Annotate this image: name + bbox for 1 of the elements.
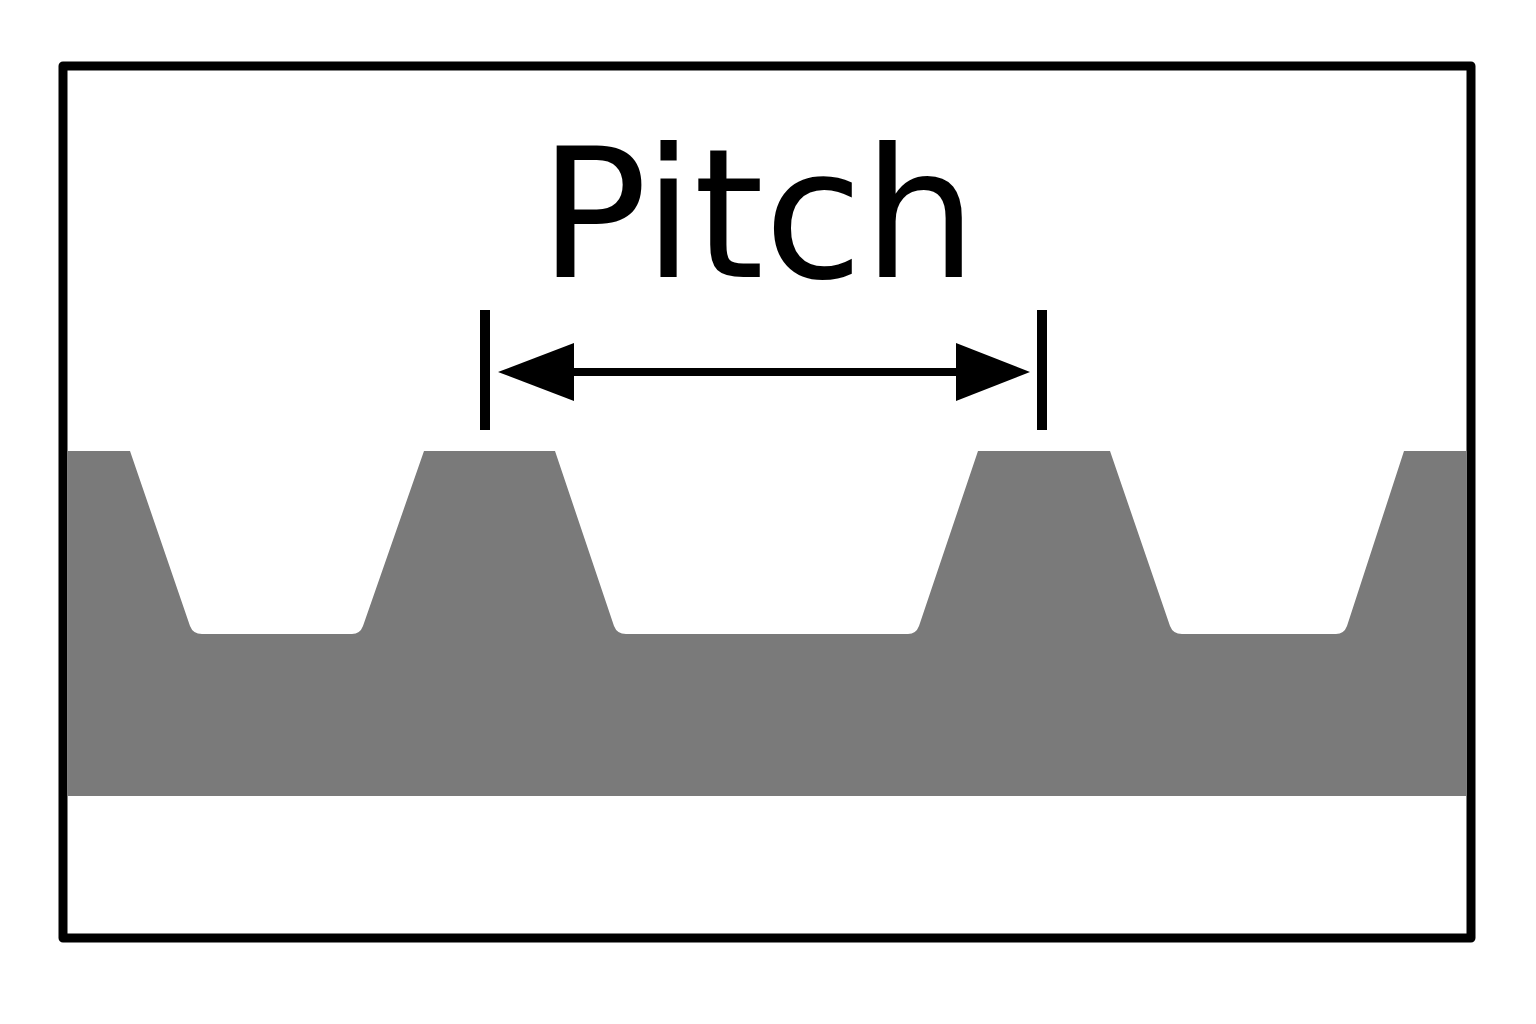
dimension-label: Pitch	[538, 125, 978, 305]
